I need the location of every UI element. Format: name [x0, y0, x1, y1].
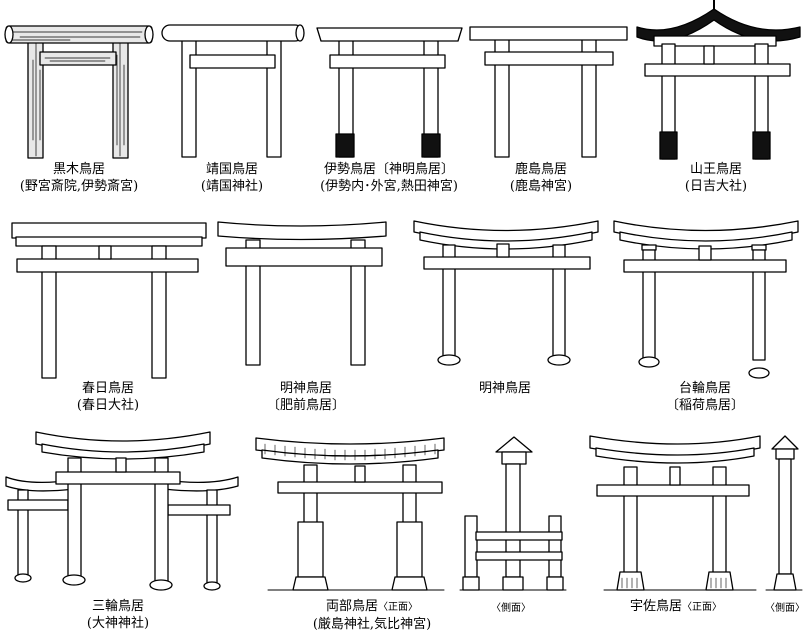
caption-name: 明神鳥居 — [478, 381, 532, 396]
caption-sanno: 山王鳥居 (日吉大社) — [685, 161, 747, 195]
kashima-torii-drawing — [469, 26, 628, 158]
caption-kasuga: 春日鳥居 (春日大社) — [77, 380, 139, 414]
kasuga-torii-drawing — [11, 222, 207, 379]
caption-ise: 伊勢鳥居〔神明鳥居〕 (伊勢内･外宮,熱田神宮) — [320, 161, 458, 195]
myojin-torii-drawing — [413, 220, 599, 366]
sanno-torii-drawing — [636, 0, 801, 160]
caption-note: (伊勢内･外宮,熱田神宮) — [320, 179, 458, 194]
caption-yasukuni: 靖国鳥居 (靖国神社) — [201, 161, 263, 195]
ryobu-torii-front-drawing — [255, 437, 445, 591]
caption-myojin-hizen: 明神鳥居 〔肥前鳥居〕 — [267, 380, 345, 414]
caption-ryobu: 両部鳥居〈正面〉 (厳島神社,気比神宮) — [313, 598, 431, 633]
usa-torii-side-drawing — [765, 435, 803, 591]
caption-note: 〔稲荷鳥居〕 — [665, 398, 745, 413]
caption-miwa: 三輪鳥居 (大神神社) — [87, 598, 149, 632]
caption-usa: 宇佐鳥居〈正面〉 — [630, 598, 722, 616]
caption-note: 〔肥前鳥居〕 — [266, 398, 346, 413]
caption-note: (春日大社) — [76, 398, 140, 413]
caption-note: (厳島神社,気比神宮) — [312, 617, 432, 632]
ise-torii-drawing — [316, 27, 463, 158]
myojin-hizen-torii-drawing — [217, 221, 387, 366]
caption-view: 〈正面〉 — [682, 602, 723, 613]
caption-name: 三輪鳥居 — [91, 599, 144, 614]
caption-name: 両部鳥居 — [325, 599, 378, 614]
caption-note: (日吉大社) — [684, 179, 748, 194]
caption-view: 〈側面〉 — [491, 603, 531, 614]
caption-name: 伊勢鳥居〔神明鳥居〕 — [323, 162, 454, 177]
kuroki-torii-drawing — [4, 25, 154, 159]
ryobu-torii-side-drawing — [459, 436, 567, 591]
usa-torii-front-drawing — [589, 435, 761, 591]
caption-note: (靖国神社) — [200, 179, 264, 194]
caption-name: 靖国鳥居 — [205, 162, 258, 177]
caption-note: (鹿島神宮) — [509, 179, 573, 194]
caption-name: 宇佐鳥居 — [629, 599, 683, 614]
caption-note: (野宮斎院,伊勢斎宮) — [19, 179, 139, 194]
caption-name: 鹿島鳥居 — [514, 162, 567, 177]
yasukuni-torii-drawing — [161, 24, 305, 158]
caption-kuroki: 黒木鳥居 (野宮斎院,伊勢斎宮) — [20, 161, 138, 195]
caption-view: 〈側面〉 — [765, 603, 805, 614]
caption-daiwa: 台輪鳥居 〔稲荷鳥居〕 — [666, 380, 744, 414]
daiwa-torii-drawing — [613, 220, 799, 379]
caption-name: 山王鳥居 — [689, 162, 742, 177]
caption-name: 明神鳥居 — [279, 381, 333, 396]
caption-ryobu-side: 〈側面〉 — [491, 600, 531, 617]
caption-note: (大神神社) — [86, 616, 150, 631]
caption-kashima: 鹿島鳥居 (鹿島神宮) — [510, 161, 572, 195]
caption-usa-side: 〈側面〉 — [765, 600, 805, 617]
miwa-torii-drawing — [5, 431, 239, 591]
caption-view: 〈正面〉 — [378, 602, 418, 613]
caption-name: 黒木鳥居 — [52, 162, 105, 177]
caption-name: 春日鳥居 — [81, 381, 134, 396]
caption-myojin: 明神鳥居 — [479, 380, 531, 397]
caption-name: 台輪鳥居 — [678, 381, 732, 396]
